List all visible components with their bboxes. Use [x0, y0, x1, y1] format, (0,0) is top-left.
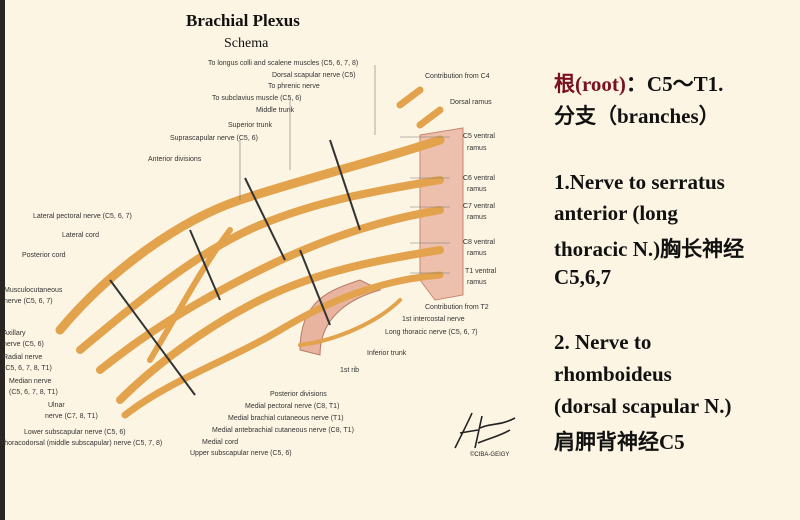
label-posterior-cord: Posterior cord [22, 252, 66, 259]
label-axillary: Axillary [3, 330, 26, 337]
branches-heading: 分支（branches） [554, 104, 720, 128]
label-inferior-trunk: Inferior trunk [367, 350, 407, 357]
label-phrenic: To phrenic nerve [268, 83, 320, 90]
root-en: (root) [575, 72, 626, 96]
label-dorsal-scapular: Dorsal scapular nerve (C5) [272, 72, 356, 79]
diagram-subtitle: Schema [224, 36, 269, 51]
label-musculocutaneous: Musculocutaneous [4, 287, 63, 294]
label-lower-subscapular: Lower subscapular nerve (C5, 6) [24, 429, 126, 436]
label-first-rib: 1st rib [340, 367, 360, 374]
label-c5-ventral: C5 ventral [463, 133, 495, 140]
item2-line1: 2. Nerve to [554, 330, 652, 354]
label-contribution-c4: Contribution from C4 [425, 73, 490, 80]
root-cn: 根 [554, 72, 575, 96]
label-medial-pectoral: Medial pectoral nerve (C8, T1) [245, 403, 340, 410]
label-lateral-pectoral: Lateral pectoral nerve (C5, 6, 7) [33, 213, 132, 220]
label-posterior-divisions: Posterior divisions [270, 391, 327, 398]
label-medial-brachial: Medial brachial cutaneous nerve (T1) [228, 415, 344, 422]
item1-line1: 1.Nerve to serratus [554, 170, 725, 194]
label-medial-antebrachial: Medial antebrachial cutaneous nerve (C8,… [212, 427, 354, 434]
netter-signature: ©CIBA-GEIGY [450, 408, 520, 464]
label-c6-ventral: C6 ventral [463, 175, 495, 182]
item2-line3: (dorsal scapular N.) [554, 394, 732, 418]
label-superior-trunk: Superior trunk [228, 122, 272, 129]
label-ramus: ramus [467, 214, 487, 221]
label-ramus: ramus [467, 145, 487, 152]
label-medial-cord: Medial cord [202, 439, 239, 446]
label-ulnar-roots: nerve (C7, 8, T1) [45, 413, 98, 420]
label-upper-subscapular: Upper subscapular nerve (C5, 6) [190, 450, 292, 457]
label-subclavius: To subclavius muscle (C5, 6) [212, 95, 302, 102]
item2-line4: 肩胛背神经C5 [554, 430, 685, 454]
item1-line2: anterior (long [554, 201, 678, 225]
label-median: Median nerve [9, 378, 52, 385]
label-radial-roots: (C5, 6, 7, 8, T1) [3, 365, 52, 372]
label-ulnar: Ulnar [48, 402, 65, 409]
root-range: ：C5～T1. [625, 72, 724, 96]
item1-line3: thoracic N.)胸长神经 [554, 237, 745, 261]
label-thoracodorsal: Thoracodorsal (middle subscapular) nerve… [0, 440, 163, 447]
label-c7-ventral: C7 ventral [463, 203, 495, 210]
label-first-intercostal: 1st intercostal nerve [402, 316, 465, 323]
label-dorsal-ramus: Dorsal ramus [450, 99, 492, 106]
root-line: 根(root)：C5～T1. [554, 68, 723, 98]
label-contribution-t2: Contribution from T2 [425, 304, 489, 311]
label-c8-ventral: C8 ventral [463, 239, 495, 246]
label-t1-ventral: T1 ventral [465, 268, 497, 275]
left-border [0, 0, 5, 520]
label-middle-trunk: Middle trunk [256, 107, 295, 114]
nerves [55, 86, 445, 419]
copyright: ©CIBA-GEIGY [470, 452, 510, 458]
label-anterior-divisions: Anterior divisions [148, 156, 202, 163]
item1-line4: C5,6,7 [554, 265, 612, 289]
label-suprascapular: Suprascapular nerve (C5, 6) [170, 135, 258, 142]
leader-lines [239, 65, 450, 274]
division-markers [109, 139, 361, 396]
label-median-roots: (C5, 6, 7, 8, T1) [9, 389, 58, 396]
label-musculocutaneous-roots: nerve (C5, 6, 7) [4, 298, 53, 305]
label-long-thoracic: Long thoracic nerve (C5, 6, 7) [385, 329, 478, 336]
label-ramus: ramus [467, 186, 487, 193]
label-lateral-cord: Lateral cord [62, 232, 99, 239]
signature-mark [454, 412, 516, 449]
diagram-title: Brachial Plexus [186, 11, 300, 30]
label-ramus: ramus [467, 250, 487, 257]
label-axillary-roots: nerve (C5, 6) [3, 341, 44, 348]
label-ramus: ramus [467, 279, 487, 286]
label-longus-colli: To longus colli and scalene muscles (C5,… [208, 60, 359, 67]
label-radial: Radial nerve [3, 354, 43, 361]
item2-line2: rhomboideus [554, 362, 672, 386]
